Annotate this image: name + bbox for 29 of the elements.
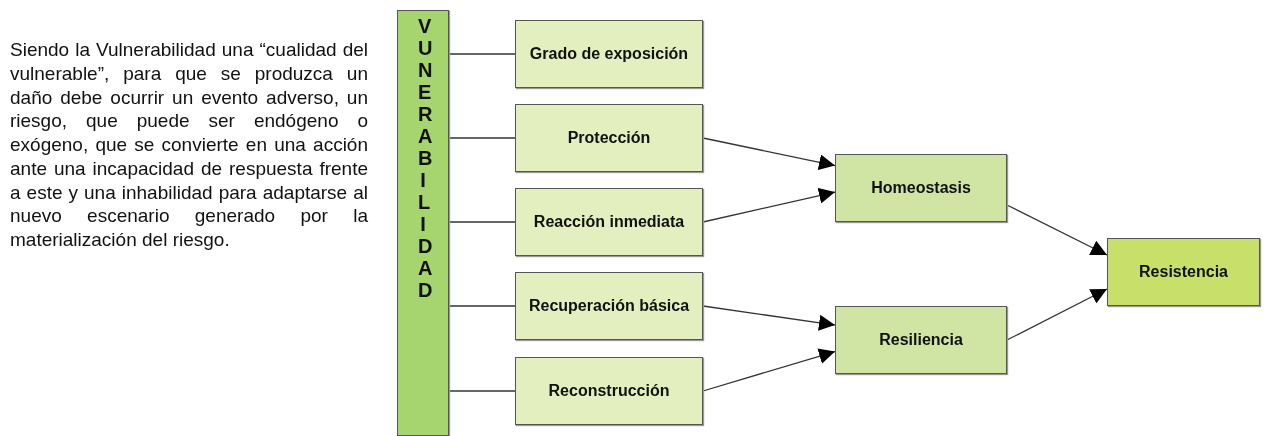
box-label: Resistencia <box>1139 262 1228 282</box>
arrow <box>702 137 836 171</box>
box-label: Resiliencia <box>879 330 963 350</box>
process-box <box>515 357 703 425</box>
arrow <box>702 348 836 392</box>
arrow <box>1006 204 1108 256</box>
connector-line <box>448 221 516 223</box>
arrow <box>702 187 836 223</box>
connector-line <box>448 390 516 392</box>
process-box <box>835 154 1007 222</box>
box-label: Reconstrucción <box>548 381 670 401</box>
arrow <box>702 305 836 331</box>
connector-line <box>448 305 516 307</box>
vertical-bar <box>397 10 449 436</box>
process-box <box>1107 238 1260 306</box>
process-box <box>835 306 1007 374</box>
box-label: Homeostasis <box>871 178 971 198</box>
box-label: Reacción inmediata <box>533 212 685 232</box>
connector-line <box>448 53 516 55</box>
process-box <box>515 104 703 172</box>
process-box <box>515 20 703 88</box>
box-label: Grado de exposición <box>529 44 689 64</box>
box-label: Recuperación básica <box>528 296 690 316</box>
process-box <box>515 188 703 256</box>
process-box <box>515 272 703 340</box>
arrow <box>1006 288 1108 341</box>
description-paragraph: Siendo la Vulnerabilidad una “cualidad del vulnerable”, para que se produzca un daño debe ocurrir un evento adverso, un riesgo, que puede ser endógeno o exógeno, que se convierte en una acción ante una incapacidad de respuesta frente a este y una inhabilidad para adaptarse al nuevo escenario generado por la materialización del riesgo. <box>10 38 368 252</box>
box-label: Protección <box>567 128 651 148</box>
connector-line <box>448 137 516 139</box>
